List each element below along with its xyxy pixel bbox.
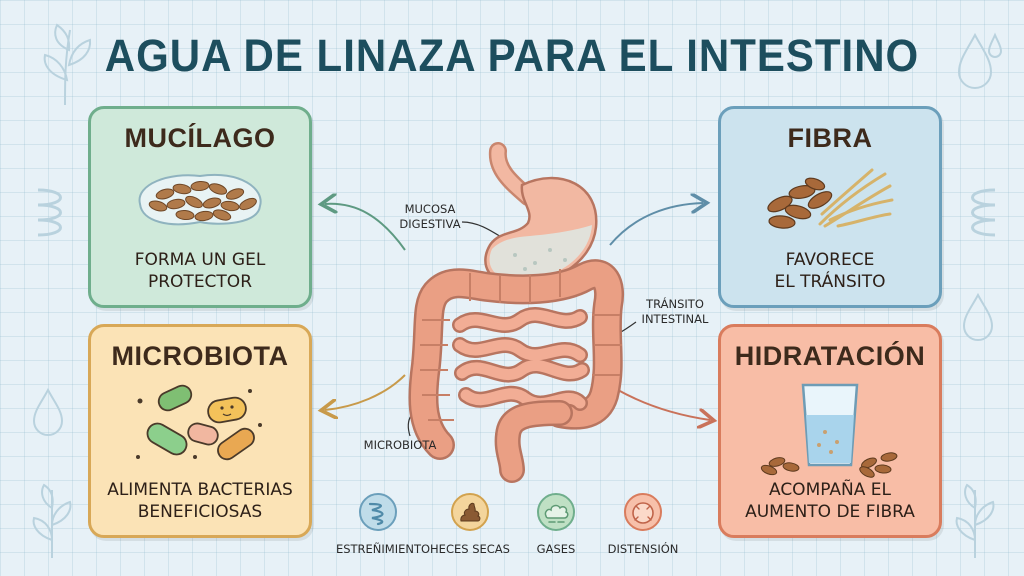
card-microbiota-desc-line1: ALIMENTA BACTERIAS — [107, 480, 293, 500]
card-fibra-desc-line1: FAVORECE — [785, 250, 875, 270]
label-transito-intestinal: TRÁNSITO INTESTINAL — [630, 297, 720, 327]
card-mucilago: MUCÍLAGO FORMA UN GEL PROTECTOR — [88, 106, 312, 308]
label-mucosa-line2: DIGESTIVA — [399, 217, 461, 231]
card-microbiota-desc-line2: BENEFICIOSAS — [137, 502, 263, 522]
decorative-drop-left — [32, 387, 64, 436]
card-microbiota-desc: ALIMENTA BACTERIAS BENEFICIOSAS — [91, 479, 309, 523]
gas-cloud-icon — [544, 504, 569, 519]
flax-gel-icon — [138, 173, 262, 226]
arrow-to-microbiota — [325, 374, 406, 410]
label-mucosa-digestiva: MUCOSA DIGESTIVA — [390, 202, 470, 232]
card-microbiota: MICROBIOTA ALIMENTA BACTERIAS BENEFICIOS… — [88, 324, 312, 538]
decorative-plant-bottom-right — [955, 483, 995, 558]
card-fibra: FIBRA FAVORECE EL TRÁNSITO — [718, 106, 942, 308]
symptom-label-estrenimiento: ESTREÑIMIENTO — [335, 542, 431, 556]
page-title: AGUA DE LINAZA PARA EL INTESTINO — [104, 30, 920, 81]
card-mucilago-title: MUCÍLAGO — [124, 123, 276, 153]
label-mucosa-line1: MUCOSA — [404, 202, 456, 216]
card-mucilago-desc-line1: FORMA UN GEL — [134, 250, 266, 270]
symptom-label-distension: DISTENSIÓN — [607, 542, 679, 556]
decorative-drops-top-right — [957, 32, 1003, 89]
decorative-drop-right — [962, 292, 994, 341]
decorative-plant-bottom-left — [32, 483, 72, 558]
card-mucilago-desc: FORMA UN GEL PROTECTOR — [91, 249, 309, 293]
card-hidratacion: HIDRATACIÓN ACOMPAÑA EL AUMENTO DE FIBRA — [718, 324, 942, 538]
card-fibra-desc-line2: EL TRÁNSITO — [774, 272, 886, 292]
symptom-icon-distension — [624, 493, 662, 531]
card-mucilago-desc-line2: PROTECTOR — [147, 272, 253, 292]
symptom-icon-estrenimiento — [359, 493, 397, 531]
decorative-intestine-right — [971, 188, 996, 237]
digestive-system-illustration — [408, 142, 624, 483]
card-fibra-title: FIBRA — [787, 123, 873, 153]
label-transito-line1: TRÁNSITO — [646, 297, 704, 311]
intestine-icon — [368, 502, 384, 526]
card-hidratacion-desc-line2: AUMENTO DE FIBRA — [745, 502, 915, 522]
symptom-label-gases: GASES — [536, 542, 576, 556]
card-hidratacion-desc-line1: ACOMPAÑA EL — [768, 480, 891, 500]
decorative-intestine-left — [37, 188, 62, 237]
card-fibra-desc: FAVORECE EL TRÁNSITO — [721, 249, 939, 293]
card-hidratacion-desc: ACOMPAÑA EL AUMENTO DE FIBRA — [721, 479, 939, 523]
stool-icon — [460, 502, 481, 522]
water-glass-icon — [760, 383, 898, 478]
symptom-icon-gases — [537, 493, 575, 531]
symptom-label-heces-secas: HECES SECAS — [430, 542, 510, 556]
card-microbiota-title: MICROBIOTA — [111, 341, 289, 371]
label-transito-line2: INTESTINAL — [641, 312, 709, 326]
bacteria-icon — [136, 384, 262, 461]
symptom-icon-heces-secas — [451, 493, 489, 531]
label-microbiota: MICROBIOTA — [363, 438, 437, 452]
decorative-leaves-top-left — [43, 23, 92, 106]
card-hidratacion-title: HIDRATACIÓN — [734, 341, 926, 371]
seeds-fiber-icon — [767, 168, 894, 229]
